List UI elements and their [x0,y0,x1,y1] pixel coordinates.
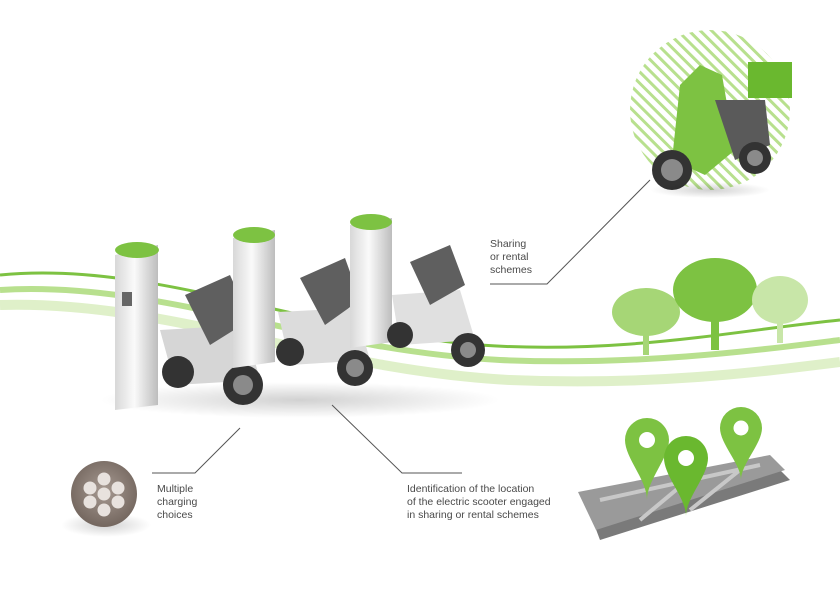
label-location-line: of the electric scooter engaged [407,496,551,508]
map-pin-icon [625,418,669,500]
scooter-icon [387,245,485,367]
label-sharing: Sharing or rental schemes [490,238,532,277]
label-charging-line: choices [157,509,193,521]
label-charging-line: Multiple [157,483,194,495]
label-sharing-line: schemes [490,264,533,276]
charging-station-icon [115,242,159,410]
label-location: Identification of the location of the el… [407,483,551,522]
tree-icon [612,258,808,355]
leader-line-location [331,404,462,474]
label-location-line: Identification of the location [407,483,535,495]
delivery-scooter-icon [630,30,792,198]
charging-station-icon [233,227,275,368]
leader-line-charging [152,427,241,474]
label-charging: Multiple charging choices [157,483,197,522]
scooter-icon [276,258,373,386]
charging-station-row [100,214,500,418]
label-sharing-line: Sharing [490,238,527,250]
leader-line-sharing [490,179,651,285]
map-pin-icon [720,407,762,480]
label-charging-line: charging [157,496,198,508]
label-location-line: in sharing or rental schemes [407,509,539,521]
charging-connector-icon [61,461,151,537]
charging-station-icon [350,214,392,348]
label-sharing-line: or rental [490,251,529,263]
leader-lines [152,179,651,474]
map-icon [578,407,790,540]
map-pin-icon [664,436,708,516]
